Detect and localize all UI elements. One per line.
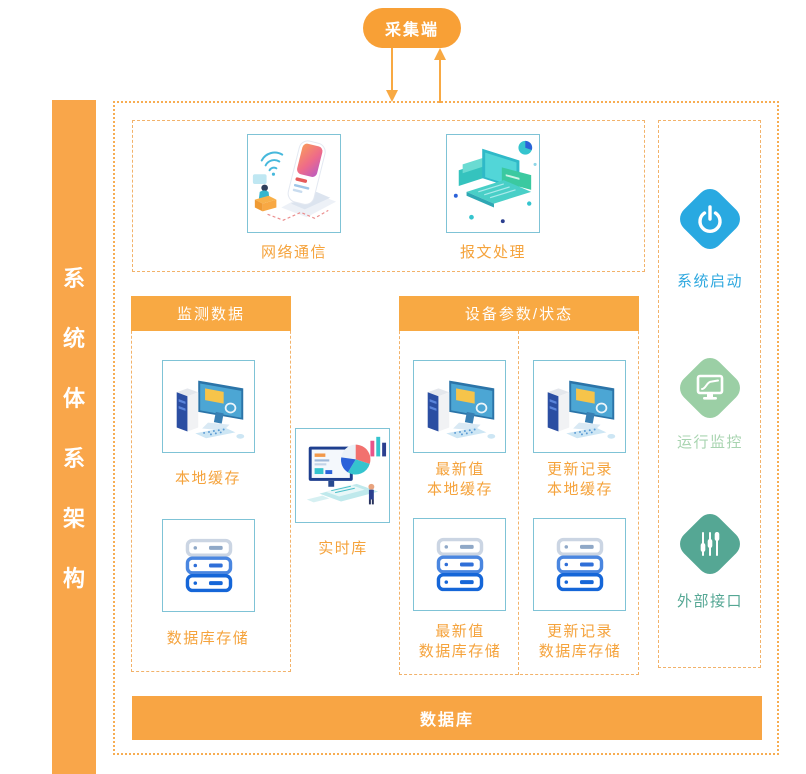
side-title-char: 系	[62, 266, 85, 291]
side-title-char: 系	[62, 446, 85, 471]
label-line: 更新记录	[546, 461, 614, 478]
label-line: 最新值	[435, 461, 485, 478]
message-processing-node	[446, 134, 540, 233]
database-bar: 数据库	[132, 696, 762, 740]
realtime-db-label: 实时库	[318, 540, 368, 557]
monitoring-section-header: 监测数据	[131, 296, 291, 331]
phone-illustration	[252, 140, 337, 221]
latest-value-cache-label: 最新值 本地缓存	[427, 460, 493, 500]
latest-value-db-node	[413, 518, 506, 611]
sliders-icon	[680, 514, 740, 574]
comm-row-box	[132, 120, 645, 272]
update-record-db-node	[533, 518, 626, 611]
side-title-char: 体	[62, 386, 85, 411]
label-line: 数据库存储	[418, 643, 502, 660]
label-line: 本地缓存	[546, 481, 614, 498]
network-communication-label: 网络通信	[260, 244, 328, 261]
label-line: 本地缓存	[426, 481, 494, 498]
database-storage-node	[162, 519, 255, 612]
device-section-header: 设备参数/状态	[399, 296, 639, 331]
side-title-banner: 系 统 体 系 架 构	[52, 100, 96, 774]
laptop-illustration	[453, 140, 537, 224]
run-monitor-label: 运行监控	[676, 434, 744, 451]
update-record-cache-label: 更新记录 本地缓存	[547, 460, 613, 500]
label-line: 更新记录	[546, 623, 614, 640]
power-icon	[680, 189, 740, 249]
latest-value-db-label: 最新值 数据库存储	[419, 622, 502, 662]
external-interface-label: 外部接口	[676, 593, 744, 610]
realtime-db-node	[295, 428, 390, 523]
system-frame	[113, 101, 779, 755]
server-stack-icon	[185, 538, 233, 593]
local-cache-node	[162, 360, 255, 453]
computer-illustration	[547, 380, 616, 439]
update-record-cache-node	[533, 360, 626, 453]
server-stack-icon	[436, 537, 484, 592]
computer-illustration	[176, 380, 245, 439]
collector-node: 采集端	[363, 8, 461, 48]
side-title-char: 构	[62, 566, 85, 591]
server-stack-icon	[556, 537, 604, 592]
label-line: 数据库存储	[538, 643, 622, 660]
update-record-db-label: 更新记录 数据库存储	[539, 622, 622, 662]
database-bar-label: 数据库	[419, 712, 474, 729]
latest-value-cache-node	[413, 360, 506, 453]
side-title-char: 统	[62, 326, 85, 351]
system-start-label: 系统启动	[676, 273, 744, 290]
side-title-char: 架	[62, 506, 85, 531]
computer-illustration	[427, 380, 496, 439]
database-storage-label: 数据库存储	[166, 630, 250, 647]
monitor-curve-icon	[680, 358, 740, 418]
device-section-divider	[518, 331, 519, 675]
collector-label: 采集端	[384, 22, 439, 39]
data-flow-arrows	[386, 48, 446, 103]
right-rail-box	[658, 120, 761, 668]
local-cache-label: 本地缓存	[174, 470, 242, 487]
message-processing-label: 报文处理	[459, 244, 527, 261]
dashboard-illustration	[306, 436, 387, 505]
label-line: 最新值	[435, 623, 485, 640]
network-communication-node	[247, 134, 341, 233]
